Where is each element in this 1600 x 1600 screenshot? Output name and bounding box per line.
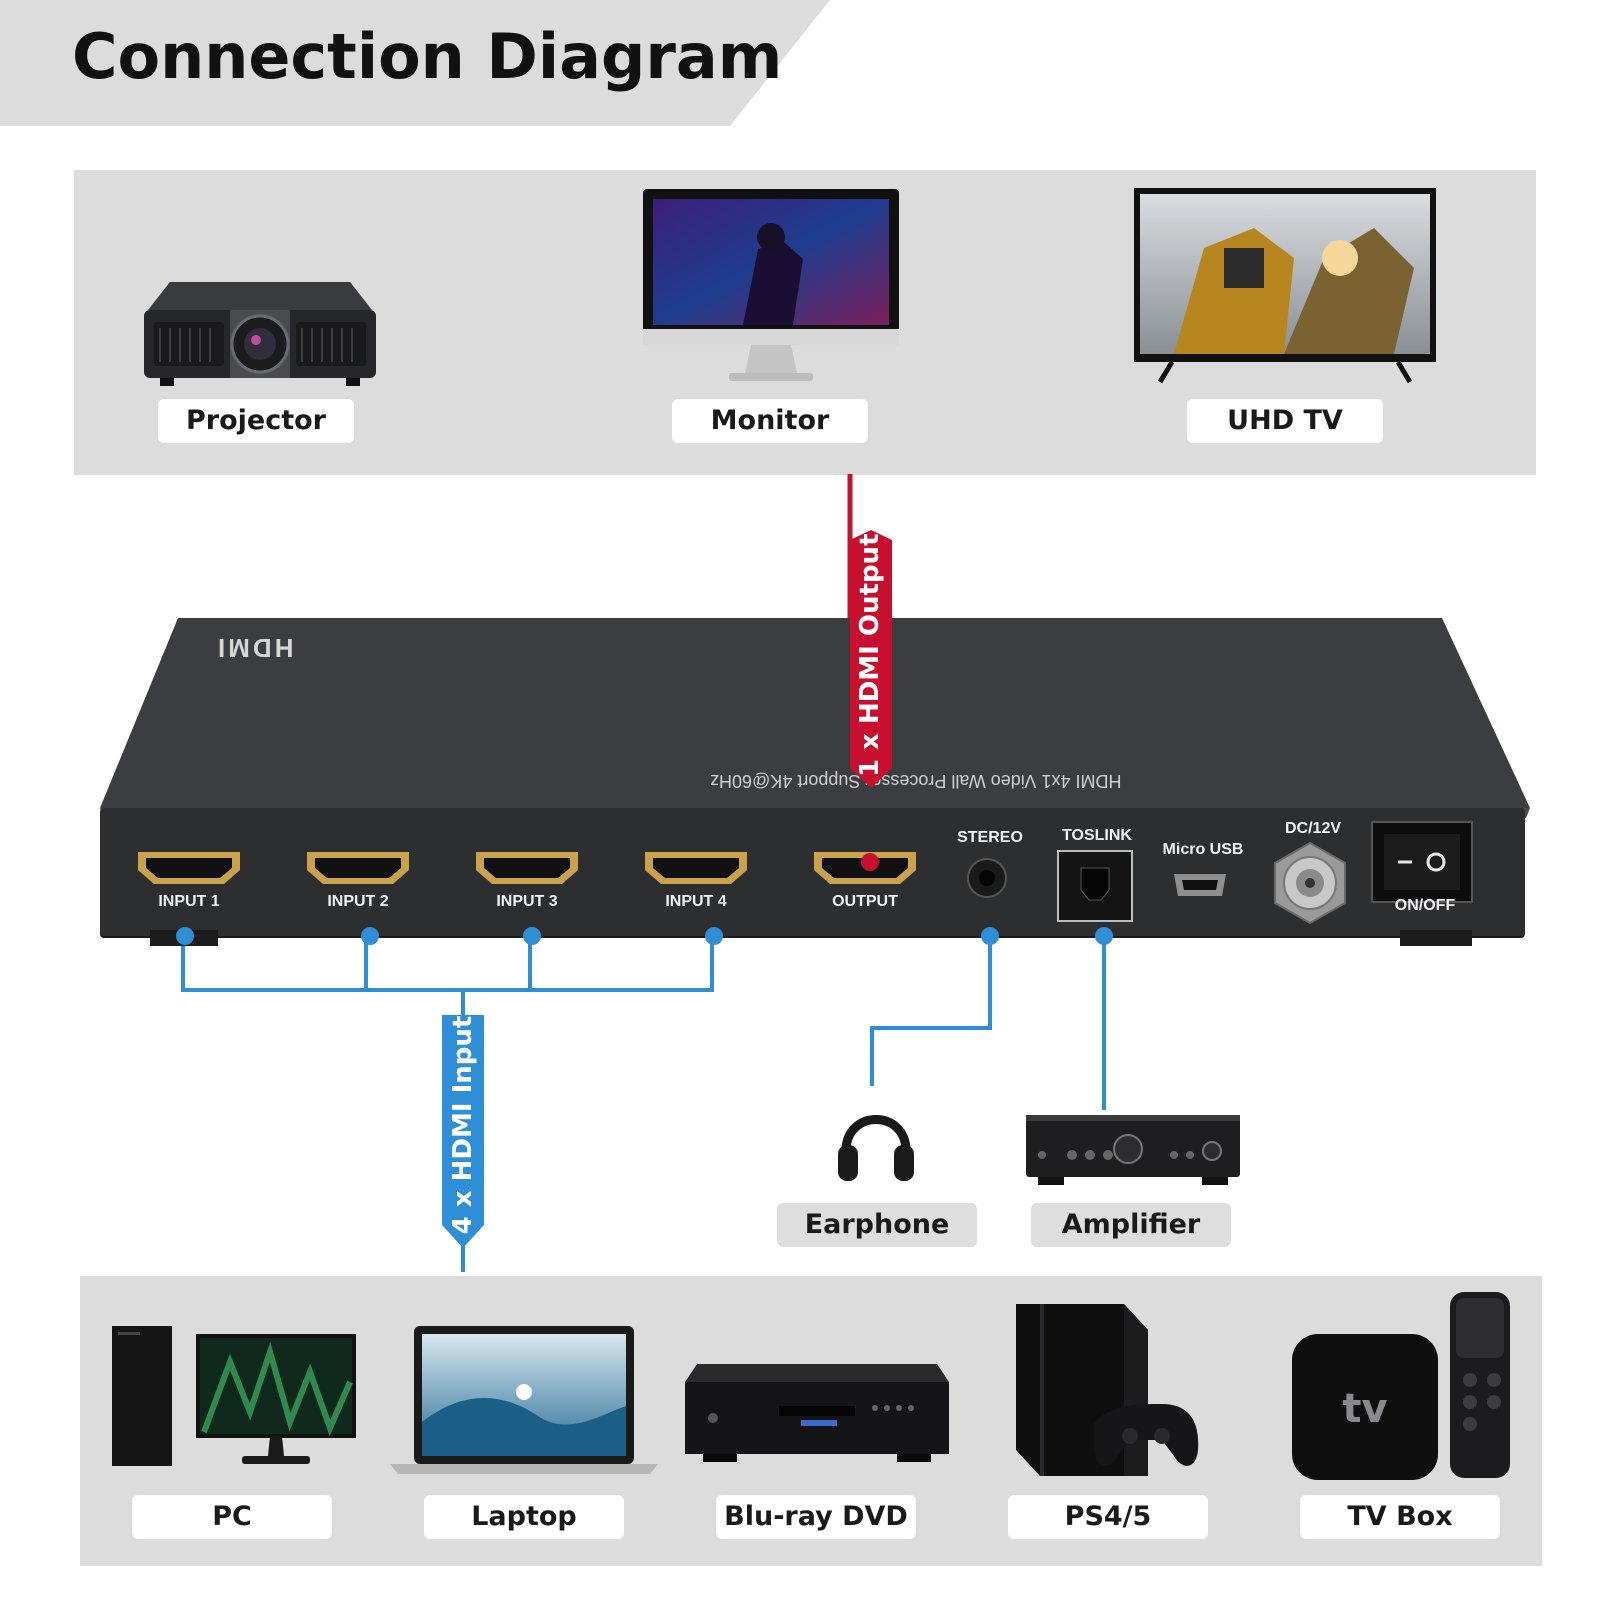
tv-box-icon: tv (1292, 1292, 1510, 1480)
input-dot (176, 927, 194, 945)
bluray-player-icon (685, 1364, 949, 1462)
projector-icon (144, 282, 376, 386)
tv-icon (1134, 188, 1436, 384)
power-switch[interactable] (1370, 820, 1474, 904)
input-dot (523, 927, 541, 945)
output-connection-label: 1 x HDMI Output (855, 533, 885, 778)
pc-icon (112, 1326, 356, 1466)
toslink-label: TOSLINK (1062, 827, 1132, 844)
dc-power-jack[interactable] (1268, 841, 1352, 925)
monitor-label: Monitor (672, 399, 868, 443)
toslink-port[interactable] (1057, 850, 1133, 922)
page-title: Connection Diagram (72, 20, 783, 93)
input-connection-tag (442, 1015, 484, 1248)
earphone-label: Earphone (777, 1203, 977, 1247)
output-connection-tag (850, 530, 892, 788)
hdmi-input-3-port[interactable] (474, 850, 580, 886)
input-1-label: INPUT 1 (158, 893, 220, 910)
micro-usb-label: Micro USB (1162, 841, 1244, 858)
device-foot (1400, 930, 1472, 946)
bluray-dvd-label: Blu-ray DVD (716, 1495, 916, 1539)
micro-usb-port[interactable] (1172, 872, 1228, 898)
ps4-5-label: PS4/5 (1008, 1495, 1208, 1539)
amplifier-label: Amplifier (1031, 1203, 1231, 1247)
output-label: OUTPUT (832, 893, 898, 910)
toslink-dot (1095, 927, 1113, 945)
game-console-icon (1016, 1304, 1199, 1476)
uhd-tv-label: UHD TV (1187, 399, 1383, 443)
input-4-label: INPUT 4 (665, 893, 727, 910)
output-dot (861, 853, 879, 871)
projector-label: Projector (158, 399, 354, 443)
stereo-label: STEREO (957, 829, 1023, 846)
laptop-label: Laptop (424, 1495, 624, 1539)
laptop-icon (390, 1326, 658, 1474)
input-2-label: INPUT 2 (327, 893, 389, 910)
svg-text:tv: tv (1342, 1386, 1387, 1432)
title-banner (0, 0, 830, 126)
hdmi-input-2-port[interactable] (305, 850, 411, 886)
input-dot (705, 927, 723, 945)
headphones-icon (838, 1115, 914, 1181)
hdmi-input-4-port[interactable] (643, 850, 749, 886)
amplifier-icon (1026, 1115, 1240, 1185)
input-connection-label: 4 x HDMI Input (448, 1015, 478, 1235)
dc-label: DC/12V (1284, 820, 1342, 837)
input-dot (361, 927, 379, 945)
stereo-dot (981, 927, 999, 945)
hdmi-input-1-port[interactable] (136, 850, 242, 886)
input-3-label: INPUT 3 (496, 893, 558, 910)
stereo-jack[interactable] (966, 857, 1008, 899)
pc-label: PC (132, 1495, 332, 1539)
power-label: ON/OFF (1394, 897, 1456, 914)
monitor-icon (643, 189, 899, 381)
tv-box-label: TV Box (1300, 1495, 1500, 1539)
